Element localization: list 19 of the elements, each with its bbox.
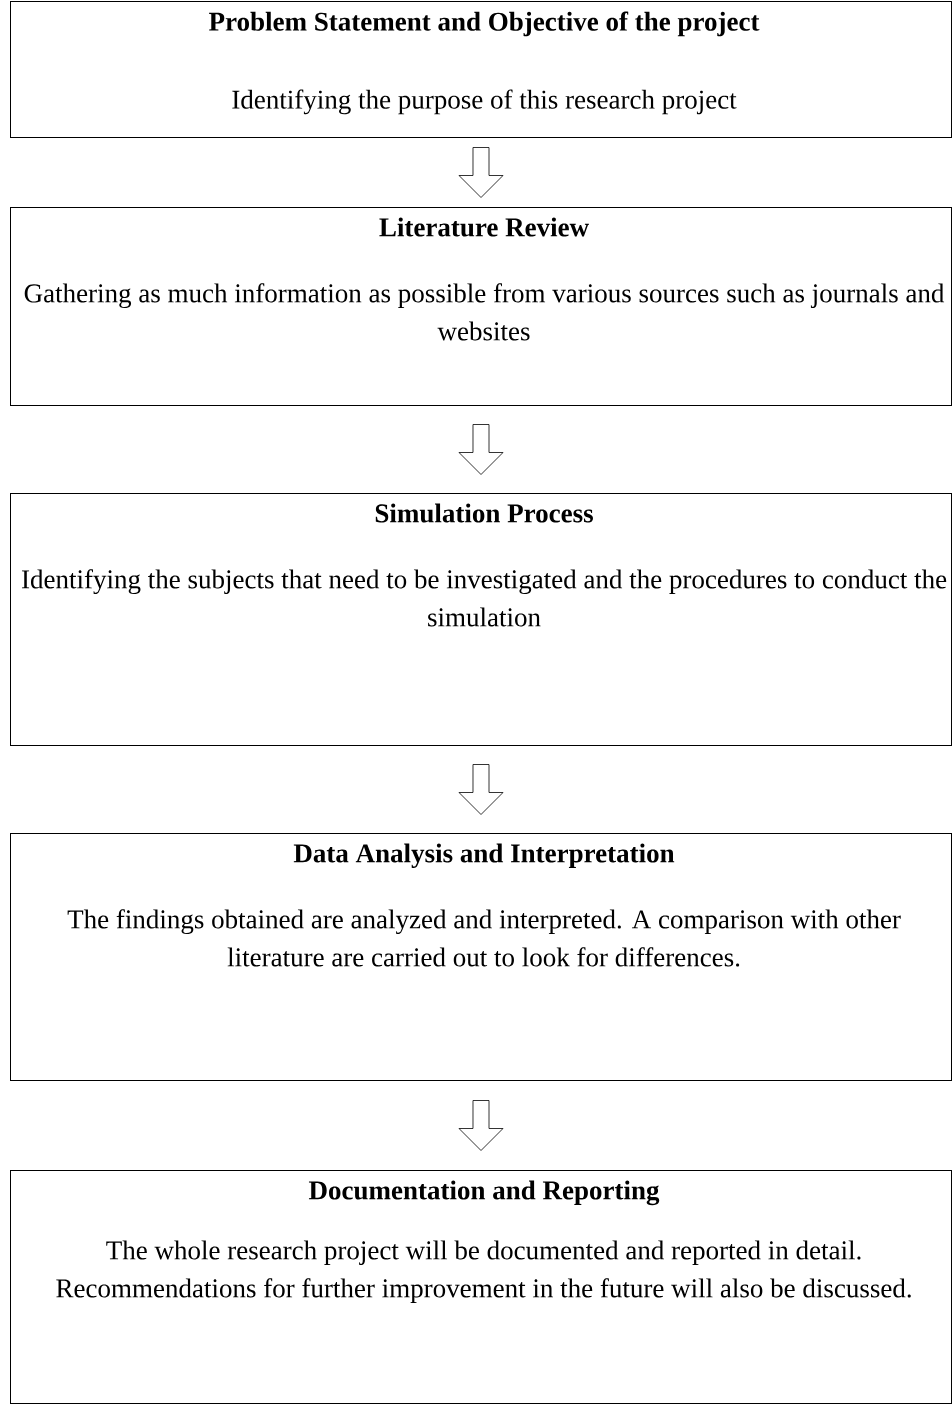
process-box xyxy=(10,833,952,1081)
step-heading: Literature Review xyxy=(379,217,589,237)
hollow-arrow xyxy=(458,147,504,198)
process-box xyxy=(10,207,952,406)
step-heading: Problem Statement and Objective of the project xyxy=(209,11,760,37)
step-heading: Simulation Process xyxy=(375,503,593,523)
process-box xyxy=(10,1170,952,1404)
step-description: Identifying the subjects that need to be investigated and the procedures to conduct the simulation xyxy=(22,569,947,627)
step-heading: Data Analysis and Interpretation xyxy=(293,843,675,869)
step-heading: Documentation and Reporting xyxy=(308,1180,660,1206)
step-description: The findings obtained are analyzed and interpreted. A comparison with other literature are carried out to look for differences. xyxy=(67,909,901,967)
step-description: Identifying the purpose of this research project xyxy=(232,89,737,115)
process-box xyxy=(10,493,952,746)
hollow-arrow xyxy=(458,764,504,815)
hollow-arrow xyxy=(458,424,504,475)
step-description: Gathering as much information as possible from various sources such as journals and websites xyxy=(24,283,945,341)
step-description: The whole research project will be documented and reported in detail. Recommendations for further improvement in the future will also be discussed. xyxy=(56,1240,911,1303)
process-box xyxy=(10,1,952,138)
hollow-arrow xyxy=(458,1100,504,1151)
